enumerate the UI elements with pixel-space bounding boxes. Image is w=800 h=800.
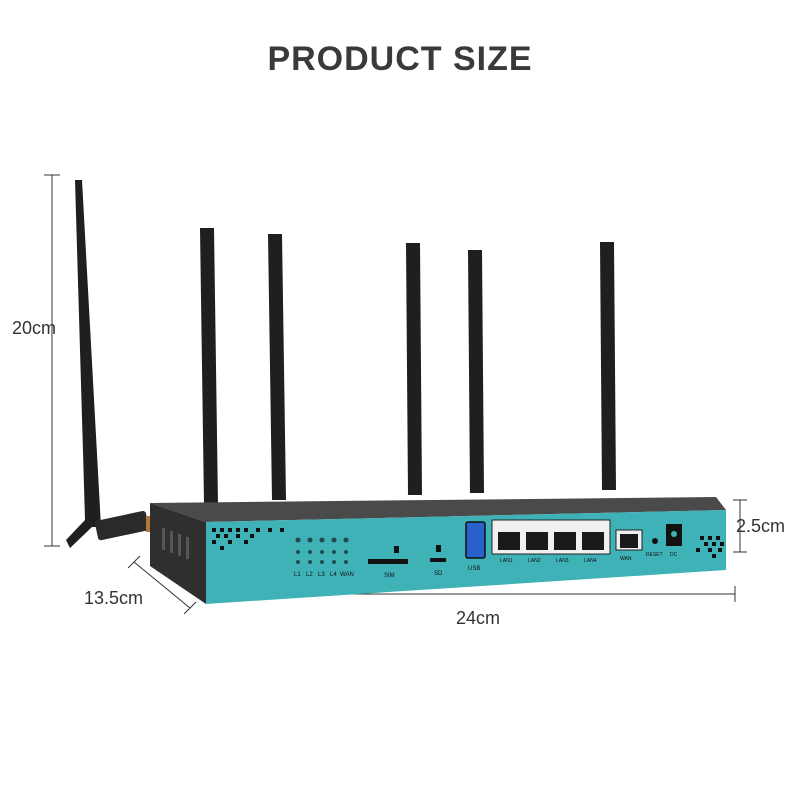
port-label-lan1: LAN1: [500, 558, 513, 564]
usb-label: USB: [468, 566, 480, 572]
depth-dimension: 13.5cm: [84, 588, 144, 608]
sim-label: SIM: [384, 573, 395, 579]
sd-slot: [430, 558, 446, 562]
router-top: [150, 497, 726, 522]
height-dimension: 20cm: [12, 318, 57, 338]
led-label-l1: L1: [294, 572, 301, 578]
dc-label: DC: [670, 552, 678, 558]
port-label-lan2: LAN2: [528, 558, 541, 564]
page-title: PRODUCT SIZE: [267, 40, 533, 78]
antennas: [66, 180, 616, 548]
antenna-2: [200, 228, 218, 505]
antenna-5: [468, 250, 484, 493]
led-label-wan: WAN: [340, 572, 354, 578]
led-indicators: [295, 537, 349, 564]
antenna-6: [600, 242, 616, 490]
side-vents: [162, 528, 189, 559]
antenna-1: [66, 180, 101, 548]
width-dimension: 24cm: [456, 608, 501, 628]
antenna-3: [268, 234, 286, 500]
port-label-lan3: LAN3: [556, 558, 569, 564]
port-labels: LAN1 LAN2 LAN3 LAN4 WAN: [500, 556, 632, 564]
antenna-4: [406, 243, 422, 495]
led-label-l3: L3: [318, 572, 325, 578]
sd-label: SD: [434, 571, 443, 577]
pixel-pattern: [212, 528, 724, 558]
reset-button: [652, 538, 658, 544]
usb-port: [465, 521, 486, 559]
reset-label: RESET: [646, 552, 663, 558]
led-labels: L1 L2 L3 L4 WAN: [294, 572, 354, 578]
led-label-l2: L2: [306, 572, 313, 578]
led-label-l4: L4: [330, 572, 337, 578]
port-label-wan: WAN: [620, 556, 632, 562]
thickness-dimension: 2.5cm: [736, 516, 786, 536]
port-label-lan4: LAN4: [584, 558, 597, 564]
antenna-1-joint: [95, 510, 156, 541]
sim-slot: [368, 559, 408, 564]
ethernet-ports: [498, 529, 643, 551]
